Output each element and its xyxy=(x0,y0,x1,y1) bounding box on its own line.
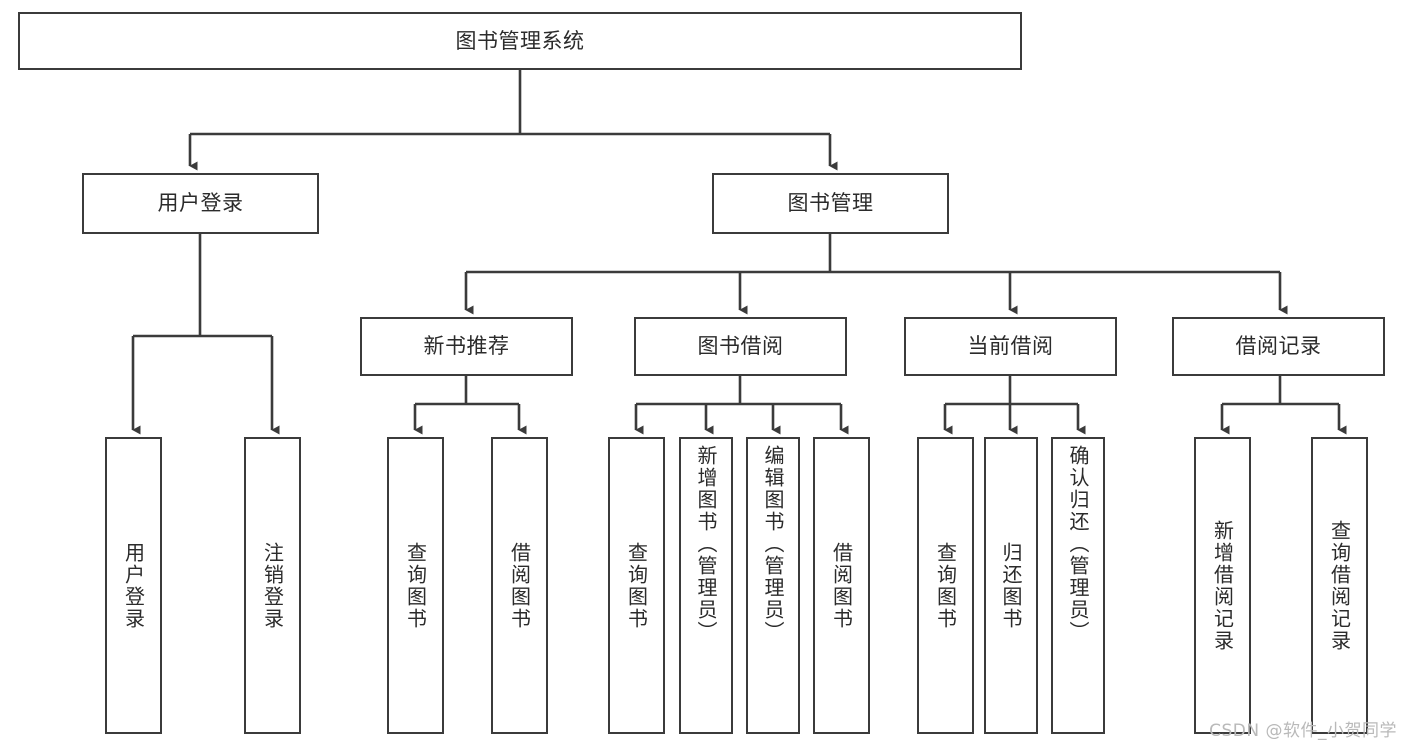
node-root-label: 图书管理系统 xyxy=(455,28,585,53)
node-current-borrow[interactable]: 当前借阅 xyxy=(904,317,1117,376)
node-leaf-query-book-recommend-label: 查询图书 xyxy=(403,541,428,630)
node-leaf-return-book-label: 归还图书 xyxy=(999,541,1023,630)
node-leaf-edit-book-admin[interactable]: 编辑图书（管理员） xyxy=(746,437,800,734)
node-leaf-add-book-admin[interactable]: 新增图书（管理员） xyxy=(679,437,733,734)
node-book-borrow[interactable]: 图书借阅 xyxy=(634,317,847,376)
node-leaf-borrow-book-label: 借阅图书 xyxy=(829,541,854,630)
node-user-login-label: 用户登录 xyxy=(157,191,244,216)
node-new-book-recommend[interactable]: 新书推荐 xyxy=(360,317,573,376)
node-leaf-confirm-return-admin-label: 确认归还（管理员） xyxy=(1066,445,1090,643)
node-leaf-logout-label: 注销登录 xyxy=(260,541,285,630)
node-leaf-return-book[interactable]: 归还图书 xyxy=(984,437,1038,734)
node-borrow-record-label: 借阅记录 xyxy=(1235,334,1322,359)
node-leaf-query-borrow-record[interactable]: 查询借阅记录 xyxy=(1311,437,1368,734)
node-leaf-query-book-recommend[interactable]: 查询图书 xyxy=(387,437,444,734)
node-leaf-query-book-borrow[interactable]: 查询图书 xyxy=(608,437,665,734)
node-book-borrow-label: 图书借阅 xyxy=(697,334,784,359)
node-leaf-user-login[interactable]: 用户登录 xyxy=(105,437,162,734)
node-leaf-logout[interactable]: 注销登录 xyxy=(244,437,301,734)
node-new-book-recommend-label: 新书推荐 xyxy=(423,334,510,359)
node-leaf-query-book-borrow-label: 查询图书 xyxy=(624,541,649,630)
node-borrow-record[interactable]: 借阅记录 xyxy=(1172,317,1385,376)
watermark-text: CSDN @软件_小贺同学 xyxy=(1209,721,1397,741)
node-leaf-borrow-book-recommend-label: 借阅图书 xyxy=(507,541,532,630)
node-leaf-confirm-return-admin[interactable]: 确认归还（管理员） xyxy=(1051,437,1105,734)
node-leaf-add-borrow-record[interactable]: 新增借阅记录 xyxy=(1194,437,1251,734)
node-leaf-query-book-current-label: 查询图书 xyxy=(933,541,958,630)
node-leaf-query-borrow-record-label: 查询借阅记录 xyxy=(1327,519,1352,652)
node-leaf-query-book-current[interactable]: 查询图书 xyxy=(917,437,974,734)
node-leaf-borrow-book[interactable]: 借阅图书 xyxy=(813,437,870,734)
node-book-management-label: 图书管理 xyxy=(787,191,874,216)
node-leaf-user-login-label: 用户登录 xyxy=(121,541,146,630)
node-root-book-management-system[interactable]: 图书管理系统 xyxy=(18,12,1022,70)
node-leaf-edit-book-admin-label: 编辑图书（管理员） xyxy=(761,445,785,643)
node-leaf-add-book-admin-label: 新增图书（管理员） xyxy=(694,445,718,643)
node-user-login[interactable]: 用户登录 xyxy=(82,173,319,234)
node-leaf-add-borrow-record-label: 新增借阅记录 xyxy=(1210,519,1235,652)
node-current-borrow-label: 当前借阅 xyxy=(967,334,1054,359)
node-book-management[interactable]: 图书管理 xyxy=(712,173,949,234)
node-leaf-borrow-book-recommend[interactable]: 借阅图书 xyxy=(491,437,548,734)
